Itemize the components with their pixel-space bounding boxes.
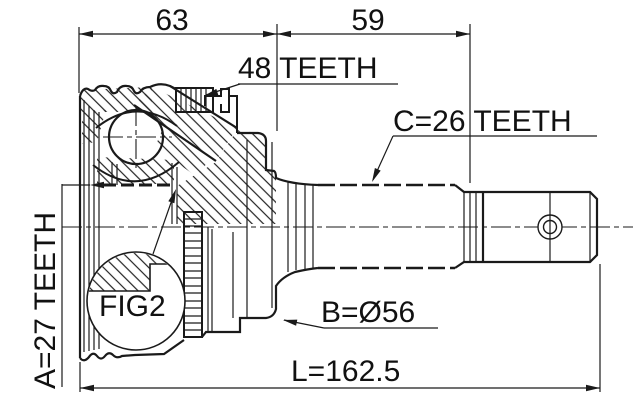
- flange-top-outline: [237, 131, 319, 187]
- cv-ball: [107, 108, 165, 166]
- dimension-lines: [61, 24, 601, 392]
- end-stub-outline: [481, 190, 599, 264]
- dim-lines: [79, 33, 600, 389]
- shaft-spline-leader-arrow: [372, 168, 381, 182]
- shaft: [287, 182, 599, 272]
- flange-section-hatch: [177, 130, 276, 224]
- length-arrow-right: [586, 384, 600, 392]
- abs-ring-side-view: [183, 211, 203, 338]
- flange-dia-leader-arrow: [283, 319, 298, 326]
- dim63-arrow-left: [79, 30, 93, 38]
- outer-race-wall-hatch: [134, 87, 237, 161]
- race-inner-slope: [133, 104, 217, 162]
- cv-housing: [78, 83, 319, 362]
- neck-grooves: [287, 182, 314, 272]
- dimension-arrows: [79, 30, 600, 392]
- snap-ring-groove-lines: [463, 192, 477, 262]
- flange-diameter-label: B=Ø56: [321, 296, 415, 329]
- housing-top-profile: [78, 83, 177, 97]
- inner-race-hatch: [97, 157, 174, 184]
- dim63-arrow-right: [263, 30, 277, 38]
- extension-lines: [61, 24, 601, 392]
- cage-wedge-hatch: [155, 121, 209, 177]
- dim59-arrow-right: [456, 30, 470, 38]
- labels: 63 59 48 TEETH C=26 TEETH B=Ø56 L=162.5 …: [29, 4, 572, 389]
- race-groove-lower-arc: [92, 161, 180, 183]
- housing-bottom-profile: [79, 339, 185, 362]
- abs-ring-teeth-label: 48 TEETH: [238, 52, 378, 85]
- inner-spline-leader-arrow: [90, 181, 104, 189]
- race-outer-slope: [169, 85, 238, 129]
- fig2-detail-hatch: [88, 253, 184, 291]
- length-arrow-left: [80, 384, 94, 392]
- flange-bottom-outline: [201, 266, 319, 338]
- overall-length-label: L=162.5: [291, 355, 400, 388]
- fig2-label: FIG2: [99, 290, 166, 323]
- dim-59-label: 59: [351, 4, 384, 37]
- shaft-spline-label: C=26 TEETH: [393, 105, 572, 138]
- abs-ring-rungs: [184, 218, 202, 331]
- dim59-arrow-left: [277, 30, 291, 38]
- abs-ring-teeth-section: [175, 87, 214, 113]
- dim-63-label: 63: [155, 4, 188, 37]
- fig2-balloon: FIG2: [86, 251, 186, 351]
- abs-ring-leader-arrow: [204, 88, 219, 96]
- inner-spline-label: A=27 TEETH: [29, 212, 62, 389]
- race-groove-upper-arc: [95, 110, 178, 129]
- fig2-leader-arrow: [168, 189, 176, 204]
